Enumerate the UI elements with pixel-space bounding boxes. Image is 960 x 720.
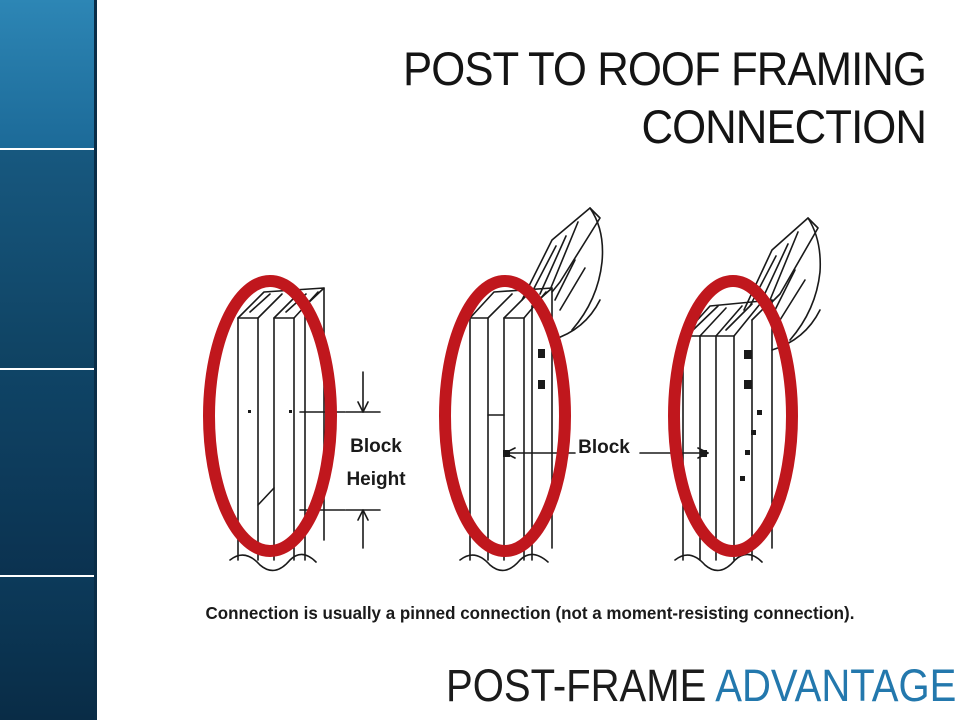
label-block-height-line1: Block [350, 436, 402, 457]
nail-head [744, 380, 752, 389]
slide-title-line1: POST TO ROOF FRAMING [403, 42, 927, 95]
label-block-height-line2: Height [346, 469, 406, 490]
highlight-ellipses [203, 275, 798, 557]
sidebar-decoration [0, 0, 97, 720]
brand-part1: POST-FRAME [446, 660, 707, 711]
nail-head [289, 410, 292, 413]
sidebar-panel [0, 577, 97, 720]
label-block: Block [578, 437, 630, 458]
nail-head [740, 476, 745, 481]
nail-head [700, 450, 707, 457]
sidebar-panel [0, 150, 97, 368]
highlight-ellipse-3 [668, 275, 798, 557]
nail-head [248, 410, 251, 413]
sidebar-edge [94, 0, 97, 720]
brand-part2: ADVANTAGE [715, 660, 957, 711]
nail-head [751, 430, 756, 435]
nail-head [538, 380, 545, 389]
nail-head [503, 450, 510, 457]
slide-title: POST TO ROOF FRAMING CONNECTION [275, 40, 927, 156]
brand-logo: POST-FRAME ADVANTAGE [446, 656, 956, 716]
slide-caption: Connection is usually a pinned connectio… [205, 603, 855, 623]
nail-head [757, 410, 762, 415]
highlight-ellipse-2 [439, 275, 571, 557]
nail-head [745, 450, 750, 455]
fasteners [248, 349, 762, 481]
slide-title-line2: CONNECTION [641, 100, 926, 153]
sidebar-panel [0, 370, 97, 575]
nail-head [744, 350, 752, 359]
sidebar-panel [0, 0, 97, 148]
nail-head [538, 349, 545, 358]
highlight-ellipse-1 [203, 275, 337, 557]
